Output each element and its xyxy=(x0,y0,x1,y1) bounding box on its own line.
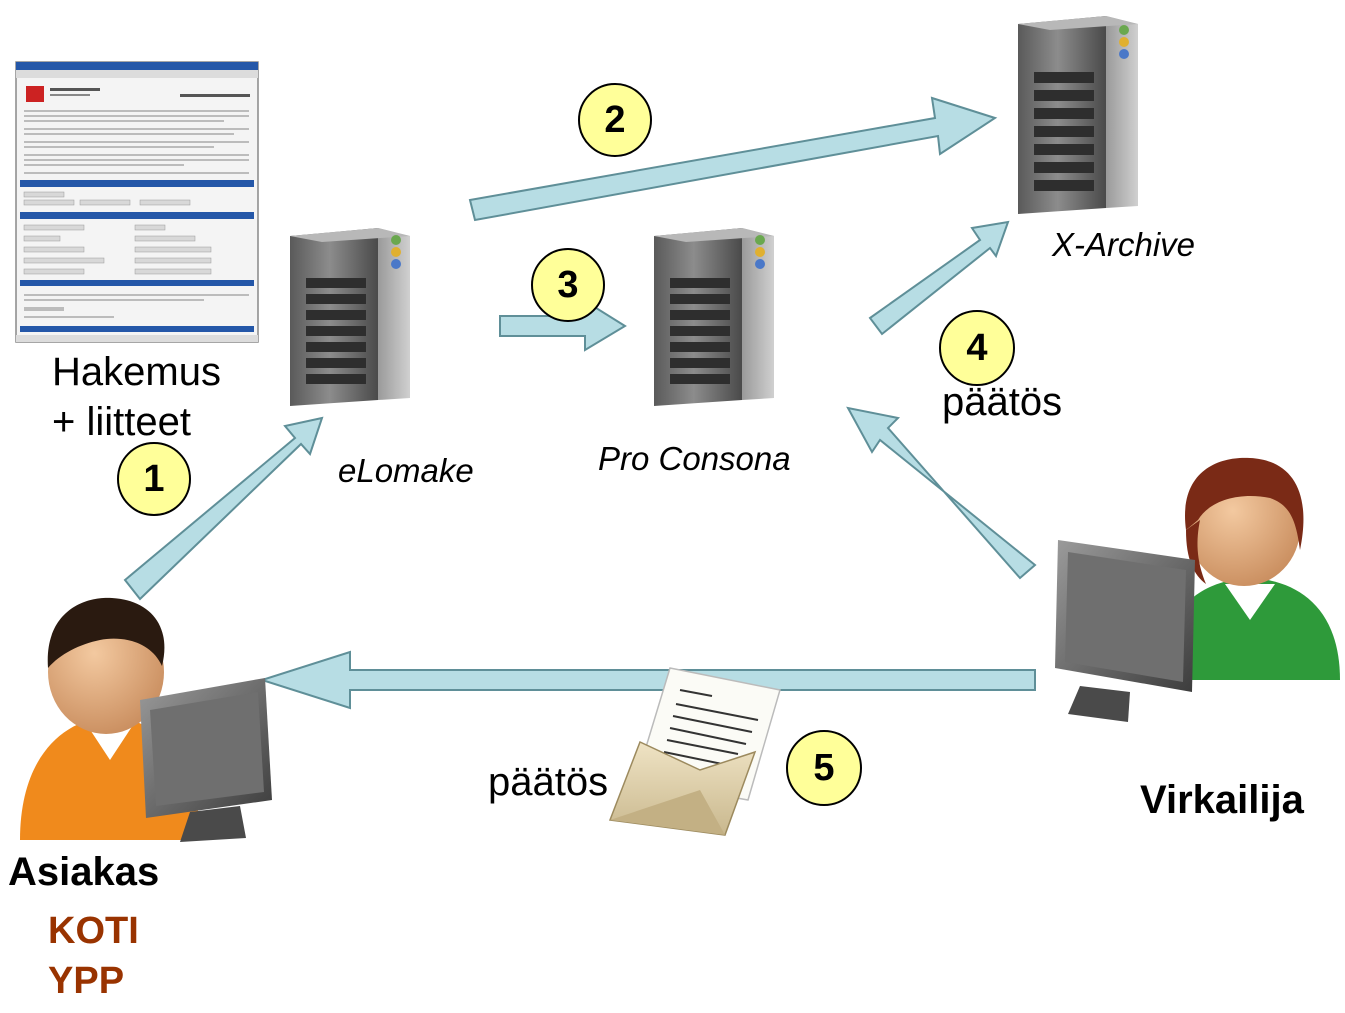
form-document-icon xyxy=(15,61,259,343)
step-badge-1: 1 xyxy=(117,442,191,516)
liitteet-label: + liitteet xyxy=(52,400,191,444)
step-number: 2 xyxy=(604,98,626,141)
paatos-label-top: päätös xyxy=(942,380,1063,424)
arrow-2-elomake-to-xarchive xyxy=(468,96,998,222)
envelope-letter-icon xyxy=(608,667,781,836)
computer-monitor-icon-customer xyxy=(140,678,272,842)
step-badge-2: 2 xyxy=(578,83,652,157)
step-badge-5: 5 xyxy=(786,730,862,806)
server-icon-xarchive xyxy=(1018,16,1138,214)
paatos-label-bottom: päätös xyxy=(488,760,609,804)
arrow-officer-to-proconsona xyxy=(846,406,1037,580)
arrow-1-customer-to-elomake xyxy=(123,416,324,601)
step-number: 1 xyxy=(143,457,165,500)
elomake-label: eLomake xyxy=(338,452,474,489)
officer-person-icon xyxy=(1160,457,1340,680)
hakemus-label: Hakemus xyxy=(52,350,221,394)
step-badge-4: 4 xyxy=(939,310,1015,386)
server-icon-proconsona xyxy=(654,228,774,406)
pro-consona-label: Pro Consona xyxy=(598,440,791,477)
x-archive-label: X-Archive xyxy=(1052,226,1196,263)
ypp-label: YPP xyxy=(48,960,125,1002)
step-badge-3: 3 xyxy=(531,248,605,322)
arrow-5-officer-to-customer xyxy=(258,650,1036,710)
virkailija-label: Virkailija xyxy=(1140,778,1304,822)
server-icon-elomake xyxy=(290,228,410,406)
step-number: 3 xyxy=(557,263,579,306)
koti-label: KOTI xyxy=(48,910,139,952)
step-number: 4 xyxy=(966,326,988,369)
asiakas-label: Asiakas xyxy=(8,850,160,894)
step-number: 5 xyxy=(813,746,835,789)
arrow-4-proconsona-to-xarchive xyxy=(868,220,1010,336)
computer-monitor-icon-officer xyxy=(1055,540,1195,722)
